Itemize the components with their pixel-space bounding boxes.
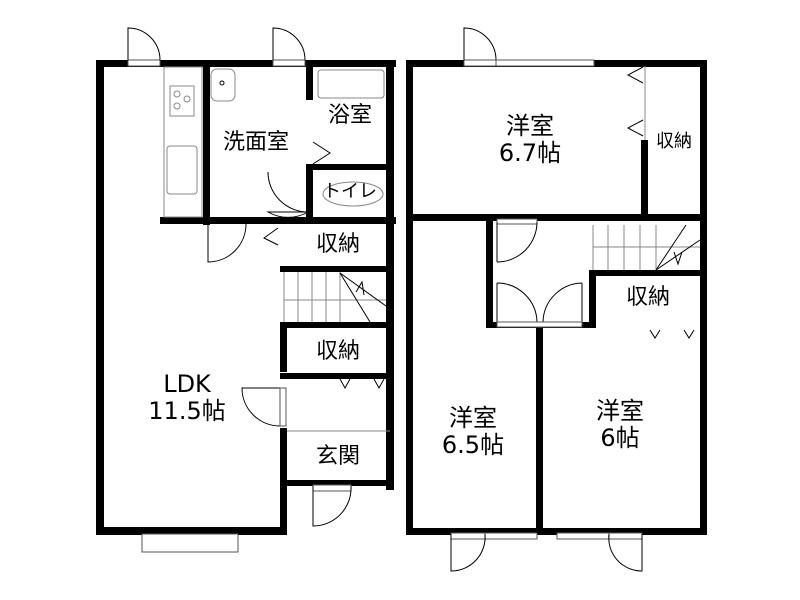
room-size: 6帖 <box>600 423 640 452</box>
room-storage-1: 収納 <box>290 232 386 258</box>
room-name: 収納 <box>656 131 692 152</box>
room-name: 収納 <box>315 339 360 364</box>
room-name: 洋室 <box>596 397 644 425</box>
room-size: 6.5帖 <box>441 430 505 459</box>
room-name: LDK <box>163 370 211 398</box>
room-name: 洋室 <box>506 112 554 140</box>
room-name: トイレ <box>323 181 377 202</box>
room-western-6: 洋室 6帖 <box>560 398 680 452</box>
room-washroom: 洗面室 <box>206 130 306 156</box>
room-storage-3: 収納 <box>596 285 700 311</box>
room-size: 6.7帖 <box>498 138 562 167</box>
room-storage-closet: 収納 <box>646 131 702 152</box>
room-name: 収納 <box>315 232 360 257</box>
room-storage-2: 収納 <box>290 339 386 365</box>
room-toilet: トイレ <box>313 181 387 202</box>
room-entrance: 玄関 <box>290 444 386 470</box>
room-name: 収納 <box>625 285 670 310</box>
room-ldk: LDK 11.5帖 <box>128 371 246 425</box>
room-name: 玄関 <box>315 444 360 469</box>
room-bathroom: 浴室 <box>313 103 387 129</box>
room-name: 洗面室 <box>222 130 289 155</box>
room-size: 11.5帖 <box>148 396 226 425</box>
room-name: 洋室 <box>449 404 497 432</box>
floor2-fixtures <box>450 27 701 572</box>
room-western-6-7: 洋室 6.7帖 <box>470 113 590 167</box>
floor1-walls <box>96 60 396 535</box>
room-western-6-5: 洋室 6.5帖 <box>413 405 533 459</box>
floor1-fixtures <box>127 27 390 553</box>
room-name: 浴室 <box>327 103 372 128</box>
